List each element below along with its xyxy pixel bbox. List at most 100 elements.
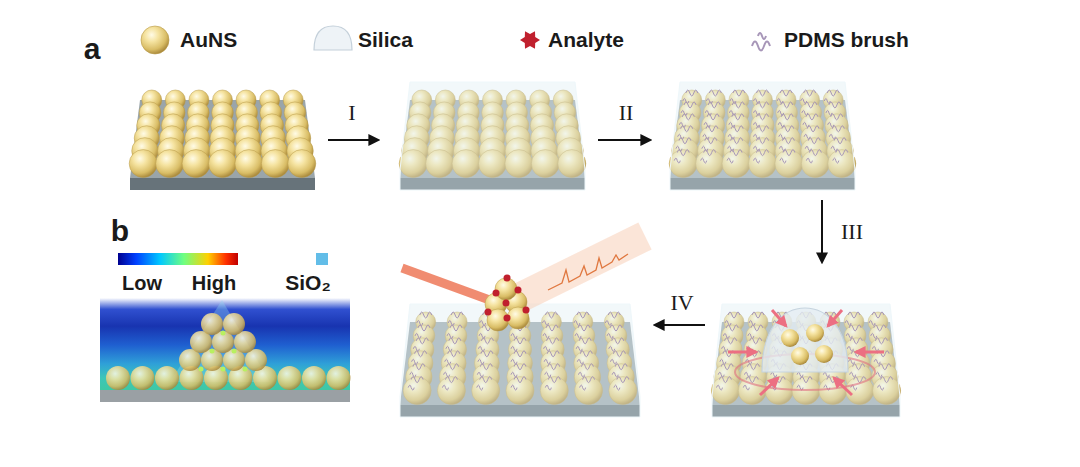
pdms-brush [829,126,844,140]
legend-label: PDMS brush [784,28,909,51]
pdms-brush [779,126,794,140]
pdms-brush [722,338,737,352]
gold-nanosphere [327,366,351,390]
substrate [100,390,350,402]
pdms-brush [410,364,425,378]
analyte-molecule [485,309,492,316]
pdms-brush [826,102,841,116]
pdms-brush [780,150,795,164]
gold-nanosphere [278,366,302,390]
analyte-molecule [493,290,500,297]
pdms-brush [574,312,589,326]
hotspot [199,367,204,372]
pdms-brush [831,138,846,152]
silica-coated-panel [399,82,586,190]
pdms-brush [828,114,843,128]
silica-layer [400,82,585,190]
gold-nanosphere [209,150,237,178]
silica-icon [314,26,352,50]
panel-letter: a [84,32,101,65]
pdms-brush [703,126,718,140]
pdms-brush [674,150,689,164]
bare-array-panel [129,90,316,190]
pdms-brush [446,338,461,352]
pdms-brush [723,325,738,339]
pdms-brush [442,377,457,391]
substrate-top [130,100,315,178]
silica-layer [670,82,855,190]
pdms-brush [869,312,884,326]
pdms-brush [833,150,848,164]
pdms-brush [702,138,717,152]
shrink-arrow [834,378,852,395]
pdms-brush [744,364,759,378]
pdms-brush [445,351,460,365]
brush-icon [752,33,770,51]
gold-nanosphere [156,150,184,178]
gold-nanosphere [781,329,799,347]
pdms-brush [477,377,492,391]
analyte-molecule [503,300,510,307]
shrink-arrow [760,378,778,395]
process-arrow [598,139,650,141]
pdms-brush [805,138,820,152]
process-arrow [821,200,823,262]
pdms-brush [876,364,891,378]
legend-swatch [316,253,328,265]
pdms-brush [804,126,819,140]
pdms-brush [718,364,733,378]
step-number: III [841,220,863,244]
pdms-brush [878,377,893,391]
colorbar-label: Low [122,272,162,294]
pdms-brush [850,364,865,378]
hotspot [221,331,226,336]
pdms-brush [511,351,526,365]
gold-nanosphere [288,150,316,178]
pdms-brush [777,90,792,104]
colorbar [118,253,238,265]
pdms-brush [701,150,716,164]
step-number: IV [670,291,693,315]
pdms-brush [412,351,427,365]
pdms-brush [544,338,559,352]
pdms-brush [801,90,816,104]
pdms-brush [778,102,793,116]
pdms-brush [725,312,740,326]
pdms-brush [543,325,558,339]
pdms-brush [511,364,526,378]
hotspot [243,367,248,372]
evaporating-droplet [728,308,884,395]
pdms-brush [576,338,591,352]
shrink-arrow [772,310,786,326]
pdms-brush [706,90,721,104]
pdms-brush [846,325,861,339]
shrink-arrow [856,351,884,354]
field-simulation [100,298,351,402]
droplet-dome [762,308,848,372]
pdms-brush [578,364,593,378]
colorbar-label: High [192,272,236,294]
pdms-brush [749,312,764,326]
pdms-brush [612,364,627,378]
pdms-brush [681,102,696,116]
analyte-icon [520,31,540,48]
hotspot [210,349,215,354]
laser-beam [402,268,495,302]
pdms-brush [447,325,462,339]
pdms-brush [444,364,459,378]
substrate-front [130,178,315,190]
pdms-brush [511,377,526,391]
pdms-brush [415,325,430,339]
gold-nanosphere [791,347,809,365]
raman-detection [402,236,645,331]
gold-nanosphere [806,324,824,342]
pdms-brush [580,377,595,391]
gold-nanosphere [182,150,210,178]
gold-nanosphere [815,345,833,363]
pdms-brush [417,312,432,326]
analyte-molecule [523,307,530,314]
hotspot [221,367,226,372]
pdms-brush [577,351,592,365]
